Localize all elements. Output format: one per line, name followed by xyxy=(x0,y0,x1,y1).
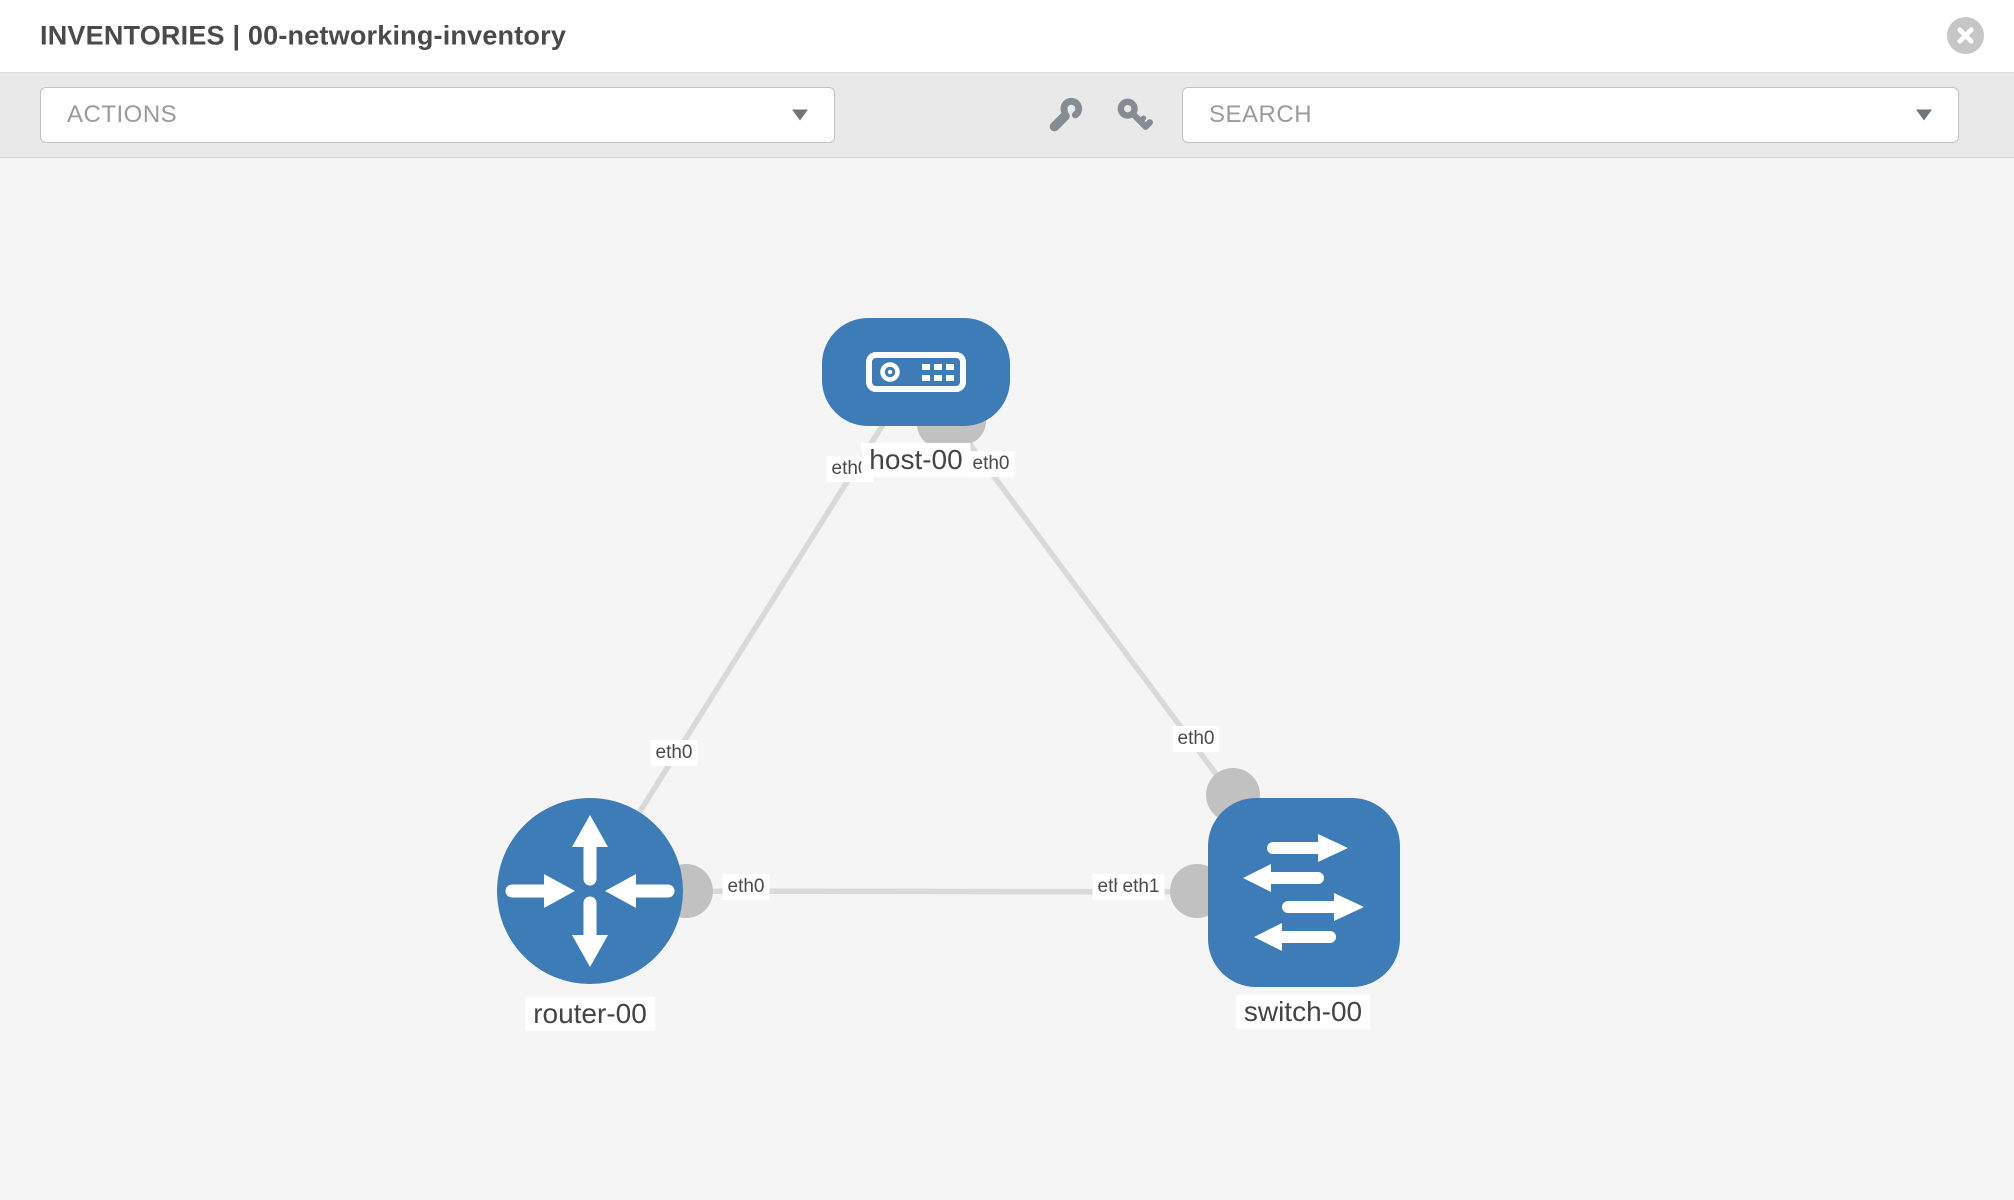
node-router-00[interactable] xyxy=(497,798,683,984)
page-title: INVENTORIES | 00-networking-inventory xyxy=(40,20,567,51)
close-button[interactable] xyxy=(1947,17,1984,54)
interface-label: eth0 xyxy=(650,740,698,766)
node-host-00[interactable] xyxy=(822,318,1010,426)
switch-icon xyxy=(1243,834,1364,951)
credentials-button[interactable] xyxy=(1112,93,1156,137)
search-dropdown-label: SEARCH xyxy=(1209,101,1313,128)
manage-groups-button[interactable] xyxy=(1043,93,1087,137)
interface-label: eth0 xyxy=(967,451,1015,477)
chevron-down-icon xyxy=(792,109,808,121)
node-switch-00[interactable] xyxy=(1208,798,1400,987)
wrench-icon xyxy=(1049,97,1083,132)
node-label-switch: switch-00 xyxy=(1235,994,1371,1030)
node-label-host: host-00 xyxy=(861,442,971,478)
actions-dropdown[interactable]: ACTIONS xyxy=(40,87,835,143)
router-icon xyxy=(505,815,675,967)
close-icon xyxy=(1957,27,1974,44)
interface-label: eth1 xyxy=(1117,874,1165,900)
panel-header: INVENTORIES | 00-networking-inventory xyxy=(0,0,2014,72)
interface-label: eth0 xyxy=(722,874,770,900)
host-icon xyxy=(866,352,966,392)
interface-label: eth0 xyxy=(1172,726,1220,752)
search-dropdown[interactable]: SEARCH xyxy=(1182,87,1959,143)
toolbar: ACTIONS SEARCH xyxy=(0,72,2014,158)
key-icon xyxy=(1117,98,1153,130)
node-label-router: router-00 xyxy=(525,996,655,1032)
chevron-down-icon xyxy=(1916,109,1932,121)
actions-dropdown-label: ACTIONS xyxy=(67,101,178,128)
topology-canvas[interactable]: eth0 eth0 eth0 eth0 eth0 eth0 eth1 host-… xyxy=(0,158,2014,1200)
